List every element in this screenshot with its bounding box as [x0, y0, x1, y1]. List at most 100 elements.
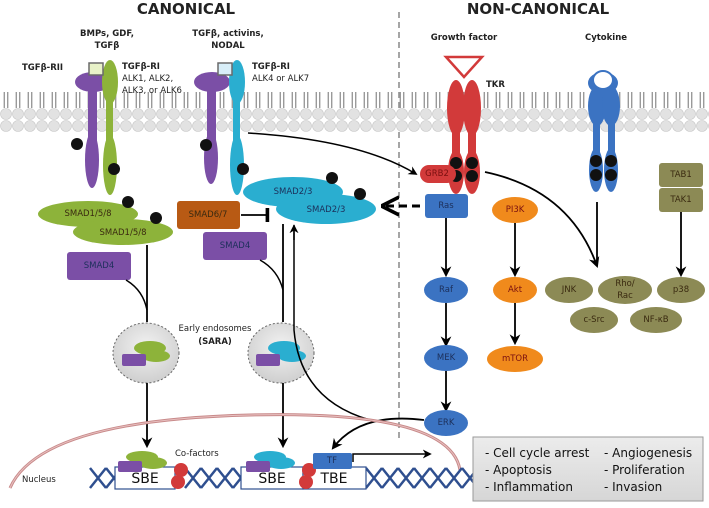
flow-tkr-to-jnk-group — [484, 171, 600, 269]
node-mtor — [487, 346, 543, 372]
node-mtor-label: mTOR — [502, 354, 528, 364]
tgfbri-to-grb2-arrow — [247, 132, 418, 175]
dna-strand — [397, 467, 415, 489]
sbe-right-label: SBE — [258, 471, 285, 487]
node-smad23-a-label: SMAD2/3 — [274, 187, 313, 197]
node-tak1-label: TAK1 — [669, 195, 691, 205]
node-jnk — [545, 277, 593, 303]
node-smad4-left — [67, 252, 131, 280]
outcome-angiogenesis: - Angiogenesis — [604, 446, 692, 460]
cofactor-icon — [299, 475, 313, 489]
ligand-growth-factor: Growth factor — [431, 33, 498, 43]
phosphate-icon — [71, 138, 83, 150]
dna-strand — [445, 467, 463, 489]
node-akt-label: Akt — [508, 285, 523, 295]
phosphate-icon — [150, 212, 162, 224]
endosome-smad-green — [142, 350, 170, 362]
ligand-cytokine: Cytokine — [585, 33, 627, 43]
receptor-tgfb-ri-tgfb — [229, 60, 245, 195]
flow-erk-to-tf — [331, 417, 425, 450]
phosphate-icon — [200, 139, 212, 151]
node-erk — [424, 410, 468, 436]
phosphate-icon — [450, 157, 462, 169]
label-tgfb-ri-bmp: TGFβ-RI — [122, 62, 160, 72]
receptor-tgfb-rii-bmp — [75, 72, 111, 188]
phosphate-icon — [326, 172, 338, 184]
phosphate-icon — [590, 155, 602, 167]
phosphate-icon — [605, 155, 617, 167]
node-tf-label: TF — [326, 456, 337, 466]
flow-erk-feedback — [293, 225, 371, 421]
node-csrc — [570, 307, 618, 333]
outcome-invasion: - Invasion — [604, 480, 662, 494]
label-tgfb-ri-tgfb: TGFβ-RI — [252, 62, 290, 72]
sbe-left-label: SBE — [131, 471, 158, 487]
label-alk-bmp-2: ALK3, or ALK6 — [122, 86, 182, 96]
node-rho-rac-label-2: Rac — [617, 291, 633, 301]
ligand-box-tgfb — [217, 62, 233, 76]
outcome-apoptosis: - Apoptosis — [485, 463, 552, 477]
node-grb2 — [420, 165, 456, 183]
phosphate-icon — [237, 163, 249, 175]
node-tak1 — [659, 188, 703, 212]
label-alk-tgfb: ALK4 or ALK7 — [252, 74, 309, 84]
node-nfkb-label: NF-κB — [643, 315, 668, 325]
outcomes-box — [472, 436, 704, 502]
phosphate-icon — [122, 196, 134, 208]
dna-strand — [200, 467, 218, 489]
cytokine-circle-icon — [592, 70, 614, 90]
node-akt — [493, 277, 537, 303]
label-tkr: TKR — [486, 80, 505, 90]
nucleus-membrane-highlight — [9, 414, 461, 489]
dna-strand — [381, 467, 399, 489]
dna-strand — [89, 467, 107, 489]
outcome-cell-cycle-arrest: - Cell cycle arrest — [485, 446, 590, 460]
node-smad158-b-label: SMAD1/5/8 — [99, 228, 146, 238]
label-tgfb-rii: TGFβ-RII — [22, 63, 63, 73]
node-p38 — [657, 277, 705, 303]
node-smad158-b — [73, 219, 173, 245]
node-mek — [424, 345, 468, 371]
node-jnk-label: JNK — [561, 285, 577, 295]
noncanonical-title: NON-CANONICAL — [467, 0, 610, 18]
ligand-bmp-line1: BMPs, GDF, — [80, 29, 134, 39]
dna-strand — [365, 467, 383, 489]
node-rho-rac — [598, 276, 652, 304]
node-ras — [425, 194, 468, 218]
node-smad67 — [177, 201, 240, 229]
node-smad158-a-label: SMAD1/5/8 — [64, 209, 111, 219]
cofactors-label: Co-factors — [175, 449, 219, 459]
dna-smad-cyan — [267, 457, 295, 469]
node-grb2-label: GRB2 — [425, 169, 449, 179]
phosphate-icon — [354, 188, 366, 200]
canonical-title: CANONICAL — [137, 0, 236, 18]
transcription-arrow — [352, 449, 432, 462]
endosome-sara-label: (SARA) — [198, 337, 232, 347]
node-pi3k-label: PI3K — [506, 205, 525, 215]
outcome-inflammation: - Inflammation — [485, 480, 573, 494]
flow-smad4-left — [125, 279, 148, 311]
phosphate-icon — [466, 170, 478, 182]
cofactor-icon — [171, 475, 185, 489]
node-erk-label: ERK — [438, 418, 455, 428]
phosphate-icon — [605, 169, 617, 181]
node-p38-label: p38 — [673, 285, 689, 295]
endosome-smad4-left — [122, 354, 146, 366]
node-smad4-right-label: SMAD4 — [220, 241, 251, 251]
node-raf — [424, 277, 468, 303]
ligand-box-bmp — [88, 62, 104, 76]
node-smad23-b — [276, 194, 376, 224]
node-smad67-label: SMAD6/7 — [189, 210, 228, 220]
node-csrc-label: c-Src — [583, 315, 604, 325]
endosome-smad4-right — [256, 354, 280, 366]
dna-strand — [216, 467, 234, 489]
node-tab1-label: TAB1 — [669, 170, 692, 180]
cofactor-icon — [302, 463, 316, 477]
node-raf-label: Raf — [439, 285, 454, 295]
cofactor-icon — [174, 463, 188, 477]
label-alk-bmp-1: ALK1, ALK2, — [122, 74, 173, 84]
ligand-tgfb-line1: TGFβ, activins, — [192, 29, 263, 39]
node-ras-label: Ras — [438, 201, 454, 211]
node-smad4-right — [203, 232, 267, 260]
ligand-bmp-line2: TGFβ — [95, 41, 120, 51]
